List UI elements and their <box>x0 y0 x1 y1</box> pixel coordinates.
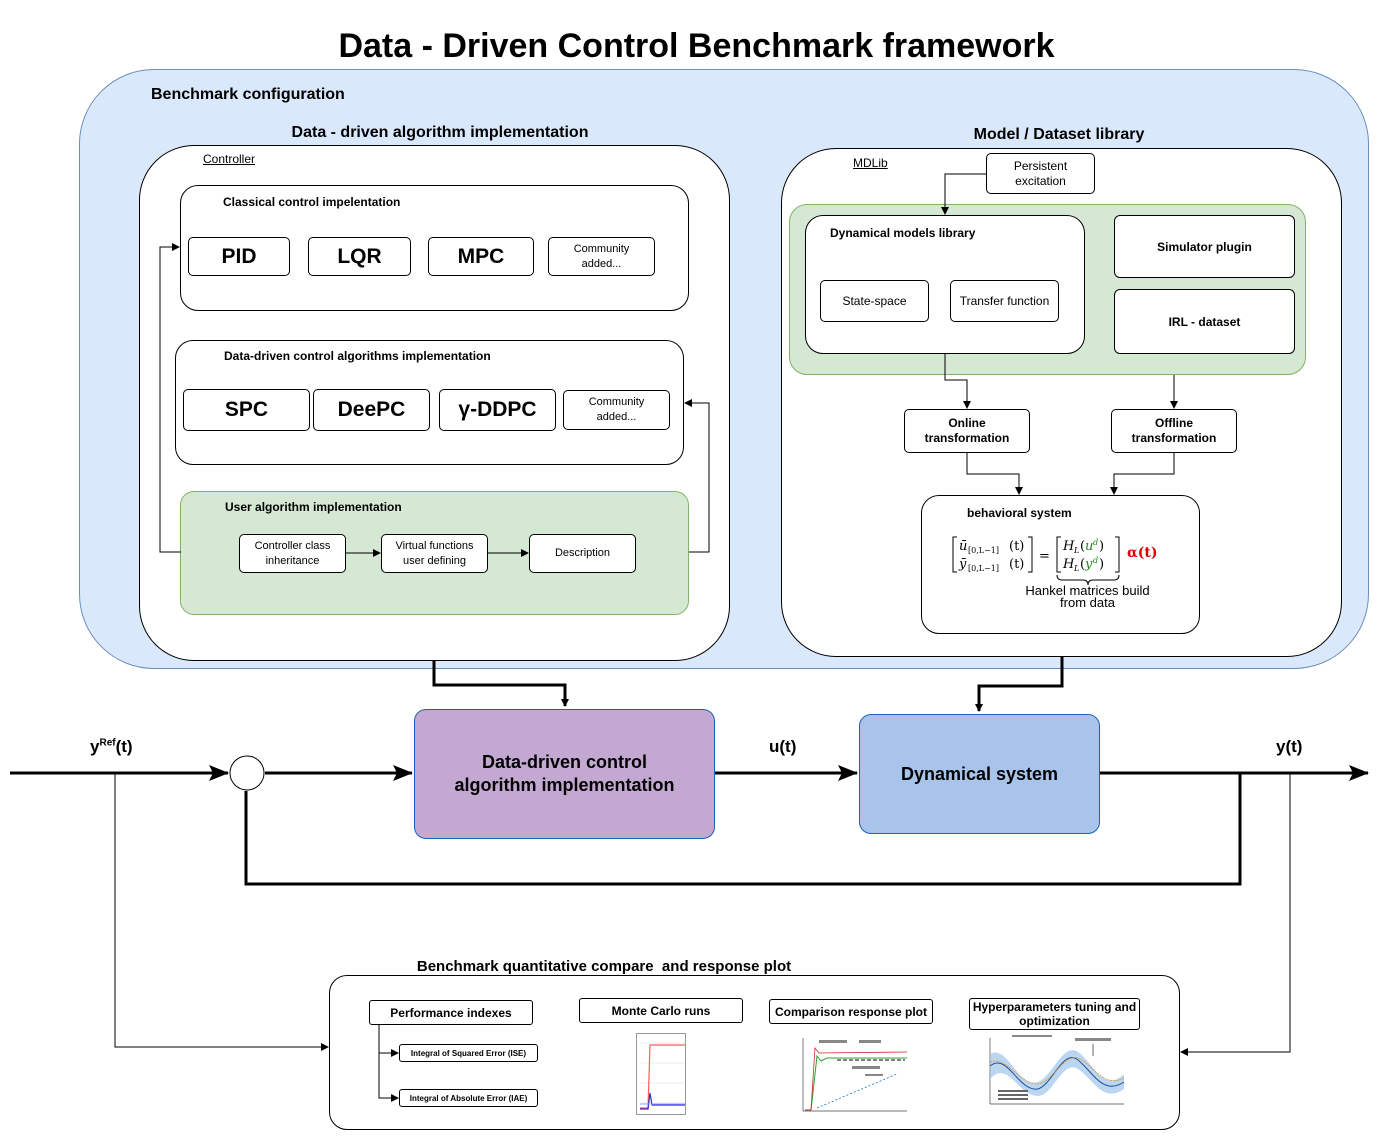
step-line-2: user defining <box>403 554 466 567</box>
hyperparameters-block[interactable]: Hyperparameters tuning and optimization <box>969 998 1140 1030</box>
u-signal-label: u(t) <box>769 737 797 756</box>
svg-text:u: u <box>1085 539 1093 554</box>
svg-text:d: d <box>1093 538 1098 547</box>
behavioral-system-panel <box>921 495 1200 634</box>
data-driven-controller-block[interactable]: Data-driven control algorithm implementa… <box>414 709 715 839</box>
svg-text:[0,L−1]: [0,L−1] <box>968 546 999 555</box>
benchmark-compare-title: Benchmark quantitative compare and respo… <box>416 957 792 975</box>
svg-text:(t): (t) <box>1009 539 1024 554</box>
svg-text:ū: ū <box>959 539 967 554</box>
hankel-caption-line-1: Hankel matrices build <box>1025 583 1150 598</box>
community-line-1: Community <box>573 242 630 255</box>
hyper-line-1: Hyperparameters tuning and <box>972 1000 1137 1014</box>
community-line-1: Community <box>588 396 645 408</box>
y-signal-label: y(t) <box>1276 737 1303 756</box>
hyper-line-2: optimization <box>1019 1014 1090 1028</box>
mpc-block[interactable]: MPC <box>428 237 534 276</box>
classical-community-block[interactable]: Community added... <box>548 237 655 276</box>
yref-label: yRef(t) <box>90 737 133 757</box>
user-algorithm-title: User algorithm implementation <box>225 500 402 514</box>
benchmark-configuration-label: Benchmark configuration <box>151 86 345 103</box>
svg-text:=: = <box>1039 549 1050 564</box>
community-line-2: added... <box>581 257 622 270</box>
monte-carlo-thumbnail <box>636 1033 686 1115</box>
description-step[interactable]: Description <box>529 534 636 573</box>
model-section-title: Model / Dataset library <box>973 126 1145 143</box>
svg-text:y: y <box>1084 557 1093 572</box>
yref-symbol: y <box>90 737 100 756</box>
comparison-plot-block[interactable]: Comparison response plot <box>769 999 933 1024</box>
offline-transformation-block[interactable]: Offline transformation <box>1111 409 1237 453</box>
controller-label[interactable]: Controller <box>203 152 256 166</box>
monte-carlo-block[interactable]: Monte Carlo runs <box>579 998 743 1023</box>
persistent-excitation-block[interactable]: Persistent excitation <box>986 153 1095 194</box>
svg-text:H: H <box>1062 539 1075 554</box>
irl-dataset-block[interactable]: IRL - dataset <box>1114 289 1295 354</box>
svg-text:d: d <box>1093 556 1098 565</box>
step-line-1: Virtual functions <box>395 539 474 552</box>
classical-control-title: Classical control impelentation <box>223 195 401 209</box>
svg-text:ȳ: ȳ <box>958 557 967 572</box>
hankel-caption: Hankel matrices build from data <box>1000 583 1175 610</box>
svg-text:(: ( <box>1080 539 1085 554</box>
controller-class-inheritance-step[interactable]: Controller class inheritance <box>239 534 346 573</box>
online-line-1: Online <box>948 416 986 430</box>
step-line-2: inheritance <box>265 554 320 567</box>
mdlib-label[interactable]: MDLib <box>853 156 888 170</box>
svg-text:): ) <box>1099 557 1104 572</box>
hyperparameter-plot-thumbnail <box>989 1035 1125 1105</box>
persistent-line-1: Persistent <box>1013 158 1068 173</box>
yref-superscript: Ref <box>99 737 116 749</box>
comparison-plot-thumbnail <box>802 1038 908 1112</box>
svg-text:(t): (t) <box>1009 557 1024 572</box>
data-driven-community-block[interactable]: Community added... <box>563 390 670 430</box>
state-space-block[interactable]: State-space <box>820 280 929 322</box>
data-driven-algorithms-title: Data-driven control algorithms implement… <box>224 349 491 363</box>
ise-index[interactable]: Integral of Squared Error (ISE) <box>399 1044 538 1062</box>
controller-block-line-2: algorithm implementation <box>454 775 675 795</box>
spc-block[interactable]: SPC <box>183 389 310 431</box>
step-line-1: Controller class <box>254 539 331 552</box>
iae-index[interactable]: Integral of Absolute Error (IAE) <box>399 1089 538 1107</box>
dynamical-system-block[interactable]: Dynamical system <box>859 714 1100 834</box>
virtual-functions-step[interactable]: Virtual functions user defining <box>381 534 488 573</box>
performance-indexes-block[interactable]: Performance indexes <box>369 1000 533 1025</box>
gamma-ddpc-block[interactable]: γ-DDPC <box>439 389 556 431</box>
dynamical-models-library-title: Dynamical models library <box>830 226 976 240</box>
offline-line-2: transformation <box>1131 431 1217 445</box>
online-line-2: transformation <box>924 431 1010 445</box>
svg-text:L: L <box>1073 546 1079 555</box>
svg-text:[0,L−1]: [0,L−1] <box>968 564 999 573</box>
controller-block-line-1: Data-driven control <box>481 752 648 772</box>
simulator-plugin-block[interactable]: Simulator plugin <box>1114 215 1295 278</box>
community-line-2: added... <box>596 411 637 423</box>
alpha-term: α(t) <box>1127 545 1158 561</box>
svg-text:(: ( <box>1080 557 1085 572</box>
offline-line-1: Offline <box>1155 416 1193 430</box>
summing-junction <box>229 755 265 791</box>
behavioral-system-title: behavioral system <box>967 506 1072 520</box>
pid-block[interactable]: PID <box>188 237 290 276</box>
persistent-line-2: excitation <box>1015 173 1066 188</box>
svg-text:L: L <box>1073 564 1079 573</box>
yref-suffix: (t) <box>115 737 133 756</box>
svg-text:): ) <box>1099 539 1104 554</box>
svg-text:H: H <box>1062 557 1075 572</box>
deepc-block[interactable]: DeePC <box>313 389 430 431</box>
hankel-caption-line-2: from data <box>1060 595 1115 610</box>
lqr-block[interactable]: LQR <box>308 237 411 276</box>
transfer-function-block[interactable]: Transfer function <box>950 280 1059 322</box>
page-title: Data - Driven Control Benchmark framewor… <box>338 26 1055 65</box>
online-transformation-block[interactable]: Online transformation <box>904 409 1030 453</box>
algorithm-section-title: Data - driven algorithm implementation <box>291 124 589 141</box>
